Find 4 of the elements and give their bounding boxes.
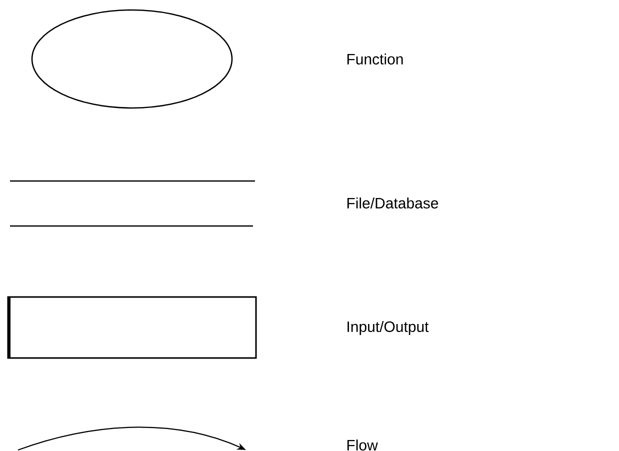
legend-label: Function	[347, 54, 403, 64]
legend-label: File/Database	[347, 198, 438, 208]
legend-label: Flow	[347, 440, 378, 450]
legend-label: Input/Output	[348, 321, 429, 335]
